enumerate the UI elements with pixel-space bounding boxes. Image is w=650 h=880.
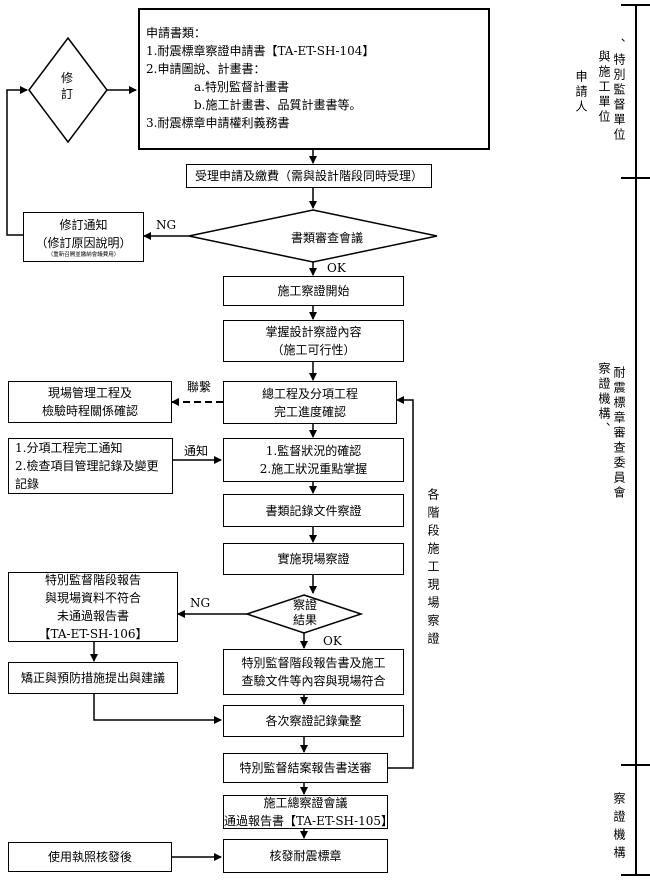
compile-records-box: 各次察證記錄彙整 [223, 705, 404, 737]
license-issued-box: 使用執照核發後 [8, 842, 172, 872]
grasp-design-box: 掌握設計察證內容 （施工可行性） [223, 320, 404, 362]
application-item-2: 2.申請圖說、計畫書： [146, 62, 266, 76]
progress-confirm-line2: 完工進度確認 [273, 404, 346, 419]
final-report-box: 特別監督結案報告書送審 [223, 753, 388, 783]
final-report-text: 特別監督結案報告書送審 [239, 761, 372, 775]
nonconformance-box: 特別監督階段報告 與現場資料不符合 未通過報告書 【TA-ET-SH-106】 [8, 572, 178, 642]
document-check-text: 書類記錄文件察證 [265, 503, 362, 518]
result-line1: 察證 [293, 598, 318, 612]
construction-start-text: 施工察證開始 [277, 284, 350, 298]
grasp-design-line2: （施工可行性） [271, 343, 356, 357]
revision-notice-box: 修訂通知 （修訂原因說明） （重新召開並繳納會議費用） [23, 212, 144, 262]
side-agency-a: 察證機構、 [597, 362, 611, 437]
construction-start-box: 施工察證開始 [223, 276, 404, 306]
result-line2: 結果 [293, 613, 318, 627]
nonconformance-line1: 特別監督階段報告 [44, 573, 141, 587]
revision-notice-reason: （修訂原因說明） [35, 235, 132, 250]
review-meeting-label: 書類審查會議 [291, 231, 364, 245]
subwork-line3: 記錄 [15, 477, 40, 491]
subwork-line2: 2.檢查項目管理記錄及變更 [15, 459, 159, 473]
loop-label: 各階段施工現場察證 [426, 488, 440, 650]
supervision-box: 1.監督狀況的確認 2.施工狀況重點掌握 [223, 438, 404, 482]
conformance-line2: 查驗文件等內容與現場符合 [241, 674, 386, 688]
subwork-line1: 1.分項工程完工通知 [15, 441, 123, 455]
progress-confirm-box: 總工程及分項工程 完工進度確認 [223, 381, 397, 424]
corrective-action-box: 矯正與預防措施提出與建議 [8, 662, 178, 694]
site-management-line1: 現場管理工程及 [47, 386, 132, 400]
site-check-text: 實施現場察證 [277, 552, 350, 566]
site-management-line2: 檢驗時程關係確認 [41, 404, 138, 418]
application-documents-box: 申請書類： 1.耐震標章察證申請書【TA-ET-SH-104】 2.申請圖說、計… [138, 8, 490, 150]
side-agency-b: 耐震標章審查委員會 [612, 366, 626, 501]
receive-application-text: 受理申請及繳費（需與設計階段同時受理） [194, 169, 423, 183]
nonconformance-line4: 【TA-ET-SH-106】 [38, 627, 148, 641]
revision-notice-note: （重新召開並繳納會議費用） [47, 251, 120, 258]
grasp-design-line1: 掌握設計察證內容 [265, 325, 362, 339]
conformance-box: 特別監督階段報告書及施工 查驗文件等內容與現場符合 [223, 649, 404, 695]
issue-label-text: 核發耐震標章 [269, 849, 342, 863]
site-check-box: 實施現場察證 [223, 543, 404, 575]
side-builder-b: 與施工單位 [597, 50, 611, 125]
progress-confirm-line1: 總工程及分項工程 [261, 386, 358, 401]
liaison-label: 聯繫 [187, 380, 212, 394]
corrective-action-text: 矯正與預防措施提出與建議 [20, 671, 165, 685]
issue-label-box: 核發耐震標章 [223, 839, 388, 873]
final-meeting-line1: 施工總察證會議 [263, 796, 348, 810]
side-agency-final: 察證機構 [612, 792, 626, 864]
receive-application-box: 受理申請及繳費（需與設計階段同時受理） [186, 164, 432, 188]
side-builder-a: 、特別監督單位 [612, 38, 626, 143]
application-item-1: 1.耐震標章察證申請書【TA-ET-SH-104】 [146, 44, 375, 58]
result-ok-label: OK [323, 634, 342, 648]
final-meeting-box: 施工總察證會議 通過報告書【TA-ET-SH-105】 [223, 795, 393, 829]
notify-label: 通知 [184, 444, 209, 458]
conformance-line1: 特別監督階段報告書及施工 [241, 656, 386, 670]
review-ng-label: NG [156, 218, 177, 232]
result-ng-label: NG [190, 596, 211, 610]
revision-notice-title: 修訂通知 [59, 217, 108, 232]
final-meeting-line2: 通過報告書【TA-ET-SH-105】 [224, 814, 393, 828]
side-applicant: 申請人 [574, 70, 588, 115]
license-issued-text: 使用執照核發後 [47, 850, 132, 864]
arrow-loop-back [388, 396, 414, 769]
application-title: 申請書類： [146, 26, 207, 40]
review-ok-label: OK [327, 261, 346, 275]
supervision-line1: 1.監督狀況的確認 [265, 444, 362, 458]
supervision-line2: 2.施工狀況重點掌握 [259, 462, 368, 476]
revise-label: 修訂 [60, 71, 73, 101]
application-item-3: 3.耐震標章申請權利義務書 [146, 116, 290, 130]
application-item-2a: a.特別監督計畫書 [194, 80, 289, 94]
application-item-2b: b.施工計畫書、品質計畫書等。 [194, 98, 362, 112]
compile-records-text: 各次察證記錄彙整 [265, 714, 362, 728]
nonconformance-line2: 與現場資料不符合 [44, 591, 141, 605]
arrow-correct-to-compile [93, 694, 222, 724]
document-check-box: 書類記錄文件察證 [223, 494, 404, 527]
nonconformance-line3: 未通過報告書 [56, 609, 129, 623]
revise-diamond [28, 36, 108, 144]
site-management-box: 現場管理工程及 檢驗時程關係確認 [8, 381, 172, 423]
result-label: 察證 結果 [293, 598, 317, 628]
arrow-notice-to-revise [6, 86, 28, 236]
subwork-notice-box: 1.分項工程完工通知 2.檢查項目管理記錄及變更 記錄 [8, 438, 173, 494]
